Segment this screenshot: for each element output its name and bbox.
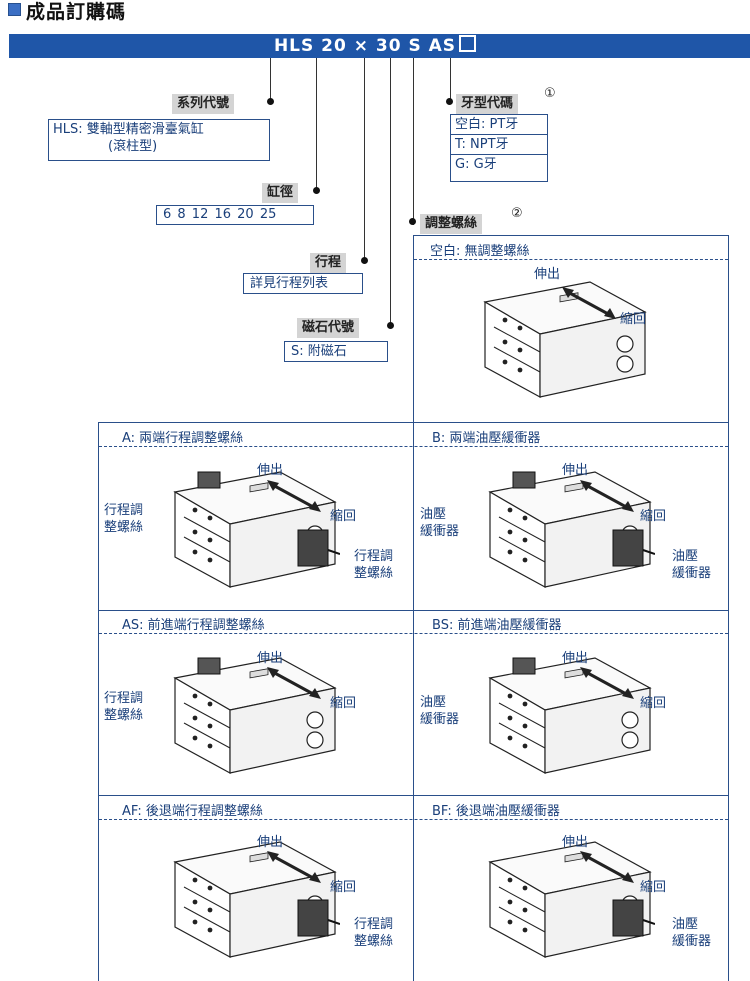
- magnet-box: S: 附磁石: [284, 341, 388, 362]
- motion-arrow-icon: [580, 851, 634, 883]
- series-box: HLS: 雙軸型精密滑臺氣缸 (滾柱型): [48, 119, 270, 161]
- slide-cylinder-illustration: [483, 281, 647, 399]
- thread-line: [450, 58, 451, 102]
- panel-title-af: AF: 後退端行程調整螺絲: [122, 804, 263, 819]
- stroke-box: 詳見行程列表: [243, 273, 363, 294]
- bore-label: 缸徑: [262, 183, 299, 203]
- dash: [99, 446, 728, 447]
- retract-label: 縮回: [640, 696, 667, 711]
- series-label: 系列代號: [172, 94, 235, 114]
- bore-box: 6 8 12 16 20 25: [156, 205, 314, 225]
- code-bar: [9, 34, 750, 58]
- magnet-dot: [387, 322, 394, 329]
- stroke-line: [364, 58, 365, 261]
- left-note: 行程調 整螺絲: [104, 503, 144, 535]
- motion-arrow-icon: [267, 851, 321, 883]
- adjust-dot: [409, 218, 416, 225]
- adjust-line: [413, 58, 414, 225]
- motion-arrow-icon: [562, 287, 616, 319]
- panel-title-a: A: 兩端行程調整螺絲: [122, 431, 244, 446]
- right-note: 行程調 整螺絲: [354, 917, 394, 949]
- slide-cylinder-illustration: [173, 471, 340, 589]
- slide-cylinder-illustration: [173, 657, 337, 775]
- order-code-text: HLS 20 × 30 S AS: [273, 36, 457, 56]
- retract-label: 縮回: [330, 880, 357, 895]
- retract-label: 縮回: [640, 880, 667, 895]
- adjust-label: 調整螺絲: [420, 214, 483, 234]
- retract-label: 縮回: [640, 509, 667, 524]
- extend-label: 伸出: [562, 651, 589, 666]
- bore-dot: [313, 187, 320, 194]
- panel-title-as: AS: 前進端行程調整螺絲: [122, 618, 265, 633]
- grid-left: [98, 422, 99, 981]
- panel-title-bf: BF: 後退端油壓緩衝器: [432, 804, 560, 819]
- right-note: 油壓 緩衝器: [672, 549, 712, 581]
- extend-label: 伸出: [562, 463, 589, 478]
- order-code: HLS 20 × 30 S AS: [0, 34, 750, 58]
- series-desc-2: (滾柱型): [108, 139, 158, 154]
- extend-label: 伸出: [257, 463, 284, 478]
- magnet-line: [390, 58, 391, 326]
- left-note: 油壓 緩衝器: [420, 695, 460, 727]
- option-box-icon: [459, 35, 477, 52]
- extend-label: 伸出: [257, 835, 284, 850]
- retract-label: 縮回: [330, 509, 357, 524]
- grid-right: [728, 235, 729, 981]
- grid-center: [413, 235, 414, 981]
- right-note: 油壓 緩衝器: [672, 917, 712, 949]
- heading-square-icon: [8, 3, 21, 16]
- grid-row-3: [98, 795, 728, 796]
- motion-arrow-icon: [267, 667, 321, 699]
- slide-cylinder-illustration: [488, 657, 652, 775]
- extend-label: 伸出: [562, 835, 589, 850]
- panel-title-b: B: 兩端油壓緩衝器: [432, 431, 541, 446]
- thread-option-3: G: G牙: [455, 157, 497, 172]
- panel-title-none: 空白: 無調整螺絲: [430, 244, 530, 259]
- series-line: [270, 58, 271, 102]
- thread-label: 牙型代碼: [456, 94, 519, 114]
- bore-line: [316, 58, 317, 190]
- thread-option-2: T: NPT牙: [451, 135, 547, 155]
- dash: [414, 259, 728, 260]
- motion-arrow-icon: [580, 480, 634, 512]
- grid-top: [413, 235, 729, 236]
- thread-dot: [446, 98, 453, 105]
- left-note: 油壓 緩衝器: [420, 507, 460, 539]
- series-dot: [267, 98, 274, 105]
- dash: [99, 633, 728, 634]
- page-title: 成品訂購碼: [26, 1, 127, 23]
- slide-cylinder-illustration: [488, 841, 655, 959]
- stroke-dot: [361, 257, 368, 264]
- extend-label: 伸出: [257, 651, 284, 666]
- thread-mark: ①: [544, 86, 556, 101]
- retract-label: 縮回: [330, 696, 357, 711]
- stroke-label: 行程: [310, 253, 347, 273]
- slide-cylinder-illustration: [173, 841, 340, 959]
- grid-row-1: [98, 422, 728, 423]
- thread-option-1: 空白: PT牙: [451, 115, 547, 135]
- series-desc-1: HLS: 雙軸型精密滑臺氣缸: [53, 122, 204, 137]
- slide-cylinder-illustration: [488, 471, 655, 589]
- adjust-mark: ②: [511, 206, 523, 221]
- motion-arrow-icon: [267, 480, 321, 512]
- retract-label: 縮回: [620, 312, 647, 327]
- magnet-label: 磁石代號: [297, 318, 360, 338]
- left-note: 行程調 整螺絲: [104, 691, 144, 723]
- motion-arrow-icon: [580, 667, 634, 699]
- right-note: 行程調 整螺絲: [354, 549, 394, 581]
- dash: [99, 819, 728, 820]
- panel-title-bs: BS: 前進端油壓緩衝器: [432, 618, 562, 633]
- thread-box: 空白: PT牙 T: NPT牙 G: G牙: [450, 114, 548, 182]
- extend-label: 伸出: [534, 267, 561, 282]
- grid-row-2: [98, 610, 728, 611]
